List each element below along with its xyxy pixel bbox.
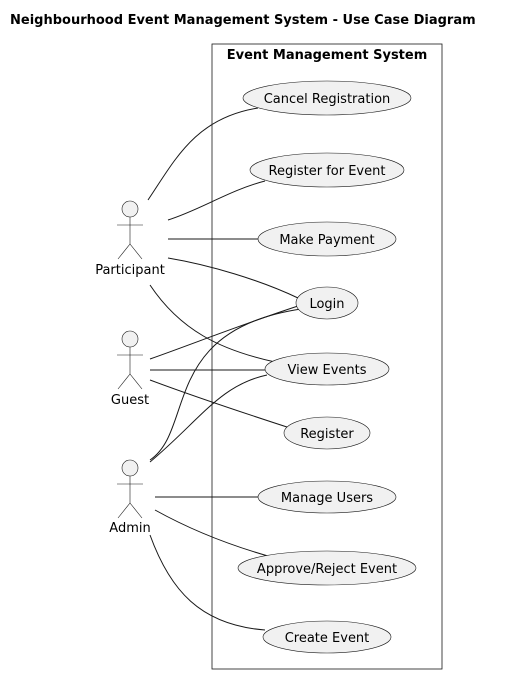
use-case-ellipse — [257, 221, 397, 257]
association-guest-login — [149, 305, 299, 360]
use-case-create-event[interactable]: Create Event — [262, 620, 392, 654]
association-admin-approve-reject-event — [154, 509, 269, 557]
use-case-approve-reject-event[interactable]: Approve/Reject Event — [237, 550, 417, 586]
use-case-label: Cancel Registration — [264, 92, 391, 107]
association-participant-login — [167, 257, 299, 299]
association-admin-create-event — [149, 534, 266, 631]
stick-figure-icon — [117, 330, 143, 390]
use-case-label: Login — [309, 297, 344, 312]
use-case-label: Create Event — [285, 631, 370, 646]
use-case-label: Register for Event — [269, 164, 386, 179]
association-participant-cancel-registration — [147, 107, 259, 201]
use-case-ellipse — [264, 352, 390, 386]
use-case-ellipse — [262, 620, 392, 654]
use-case-register[interactable]: Register — [283, 416, 371, 450]
actor-guest[interactable]: Guest — [111, 330, 149, 408]
associations — [147, 107, 302, 631]
use-case-ellipse — [242, 80, 412, 116]
use-case-login[interactable]: Login — [295, 286, 359, 320]
use-case-ellipse — [237, 550, 417, 586]
use-case-label: Approve/Reject Event — [257, 562, 397, 577]
system-title: Event Management System — [227, 48, 428, 63]
system-box — [211, 43, 443, 670]
use-case-ellipse — [283, 416, 371, 450]
use-case-label: View Events — [288, 363, 367, 378]
association-admin-view-events — [149, 374, 268, 463]
use-case-label: Register — [300, 427, 354, 442]
actor-participant[interactable]: Participant — [95, 200, 165, 278]
use-case-register-for-event[interactable]: Register for Event — [249, 152, 405, 188]
association-admin-login — [149, 308, 302, 461]
use-case-manage-users[interactable]: Manage Users — [257, 480, 397, 514]
use-case-label: Manage Users — [281, 491, 373, 506]
actor-label: Participant — [95, 263, 165, 278]
actor-admin[interactable]: Admin — [109, 459, 151, 536]
use-case-cancel-registration[interactable]: Cancel Registration — [242, 80, 412, 116]
stick-figure-icon — [117, 200, 143, 260]
association-participant-register-for-event — [167, 180, 266, 221]
association-participant-view-events — [149, 284, 276, 363]
use-case-ellipse — [249, 152, 405, 188]
actor-label: Guest — [111, 393, 149, 408]
actor-label: Admin — [109, 521, 150, 536]
diagram-title: Neighbourhood Event Management System - … — [10, 13, 476, 28]
use-case-make-payment[interactable]: Make Payment — [257, 221, 397, 257]
use-case-label: Make Payment — [279, 233, 374, 248]
use-case-view-events[interactable]: View Events — [264, 352, 390, 386]
stick-figure-icon — [117, 459, 143, 519]
association-guest-register — [149, 379, 291, 429]
use-case-ellipse — [257, 480, 397, 514]
use-case-ellipse — [295, 286, 359, 320]
system-boundary: Event Management System — [211, 43, 443, 670]
